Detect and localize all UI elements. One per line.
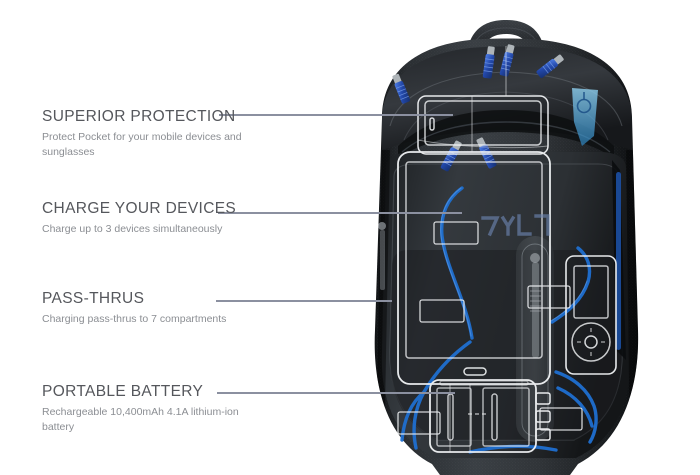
feature-title: PORTABLE BATTERY (42, 383, 204, 400)
pass-thru-ports (397, 221, 583, 435)
cable-right-lower (554, 370, 598, 444)
feature-description: Charging pass-thrus to 7 compartments (42, 313, 227, 325)
feature-title: SUPERIOR PROTECTION (42, 108, 236, 125)
leader-line-superior-protection (219, 114, 453, 116)
protect-pocket-opening (398, 110, 614, 158)
phone-outline (417, 95, 549, 155)
zipper-pull-top-a (482, 46, 495, 79)
zipper-pull-right (536, 54, 564, 78)
mp3-player-outline (565, 255, 617, 375)
feature-title: PASS-THRUS (42, 290, 145, 307)
tylt-logo (481, 214, 550, 237)
product-image-backpack (320, 0, 700, 475)
feature-charge-your-devices: CHARGE YOUR DEVICES Charge up to 3 devic… (42, 200, 236, 237)
tablet-home-button (463, 367, 487, 376)
feature-superior-protection: SUPERIOR PROTECTION Protect Pocket for y… (42, 108, 267, 159)
brand-tag (572, 88, 598, 146)
feature-pass-thrus: PASS-THRUS Charging pass-thrus to 7 comp… (42, 290, 226, 327)
side-zip-tape (616, 172, 621, 350)
feature-description: Rechargeable 10,400mAh 4.1A lithium-ion … (42, 406, 239, 433)
padded-bolster (516, 236, 554, 442)
feature-portable-battery: PORTABLE BATTERY Rechargeable 10,400mAh … (42, 383, 267, 434)
usb-ports (535, 392, 551, 441)
left-panel-zipper (378, 222, 386, 290)
feature-description: Protect Pocket for your mobile devices a… (42, 131, 242, 158)
cable-to-pass-thru-upper (440, 186, 474, 340)
feature-title: CHARGE YOUR DEVICES (42, 200, 237, 217)
zipper-pull-left (392, 73, 411, 104)
cable-right-branch (556, 386, 594, 428)
feature-description: Charge up to 3 devices simultaneously (42, 223, 223, 235)
leader-line-pass-thrus (216, 300, 392, 302)
wireframe-overlays (397, 46, 617, 453)
tablet-outline (397, 151, 551, 385)
leader-line-portable-battery (217, 392, 455, 394)
leader-line-charge-your-devices (218, 212, 462, 214)
overlay-guide-lines (449, 46, 507, 452)
